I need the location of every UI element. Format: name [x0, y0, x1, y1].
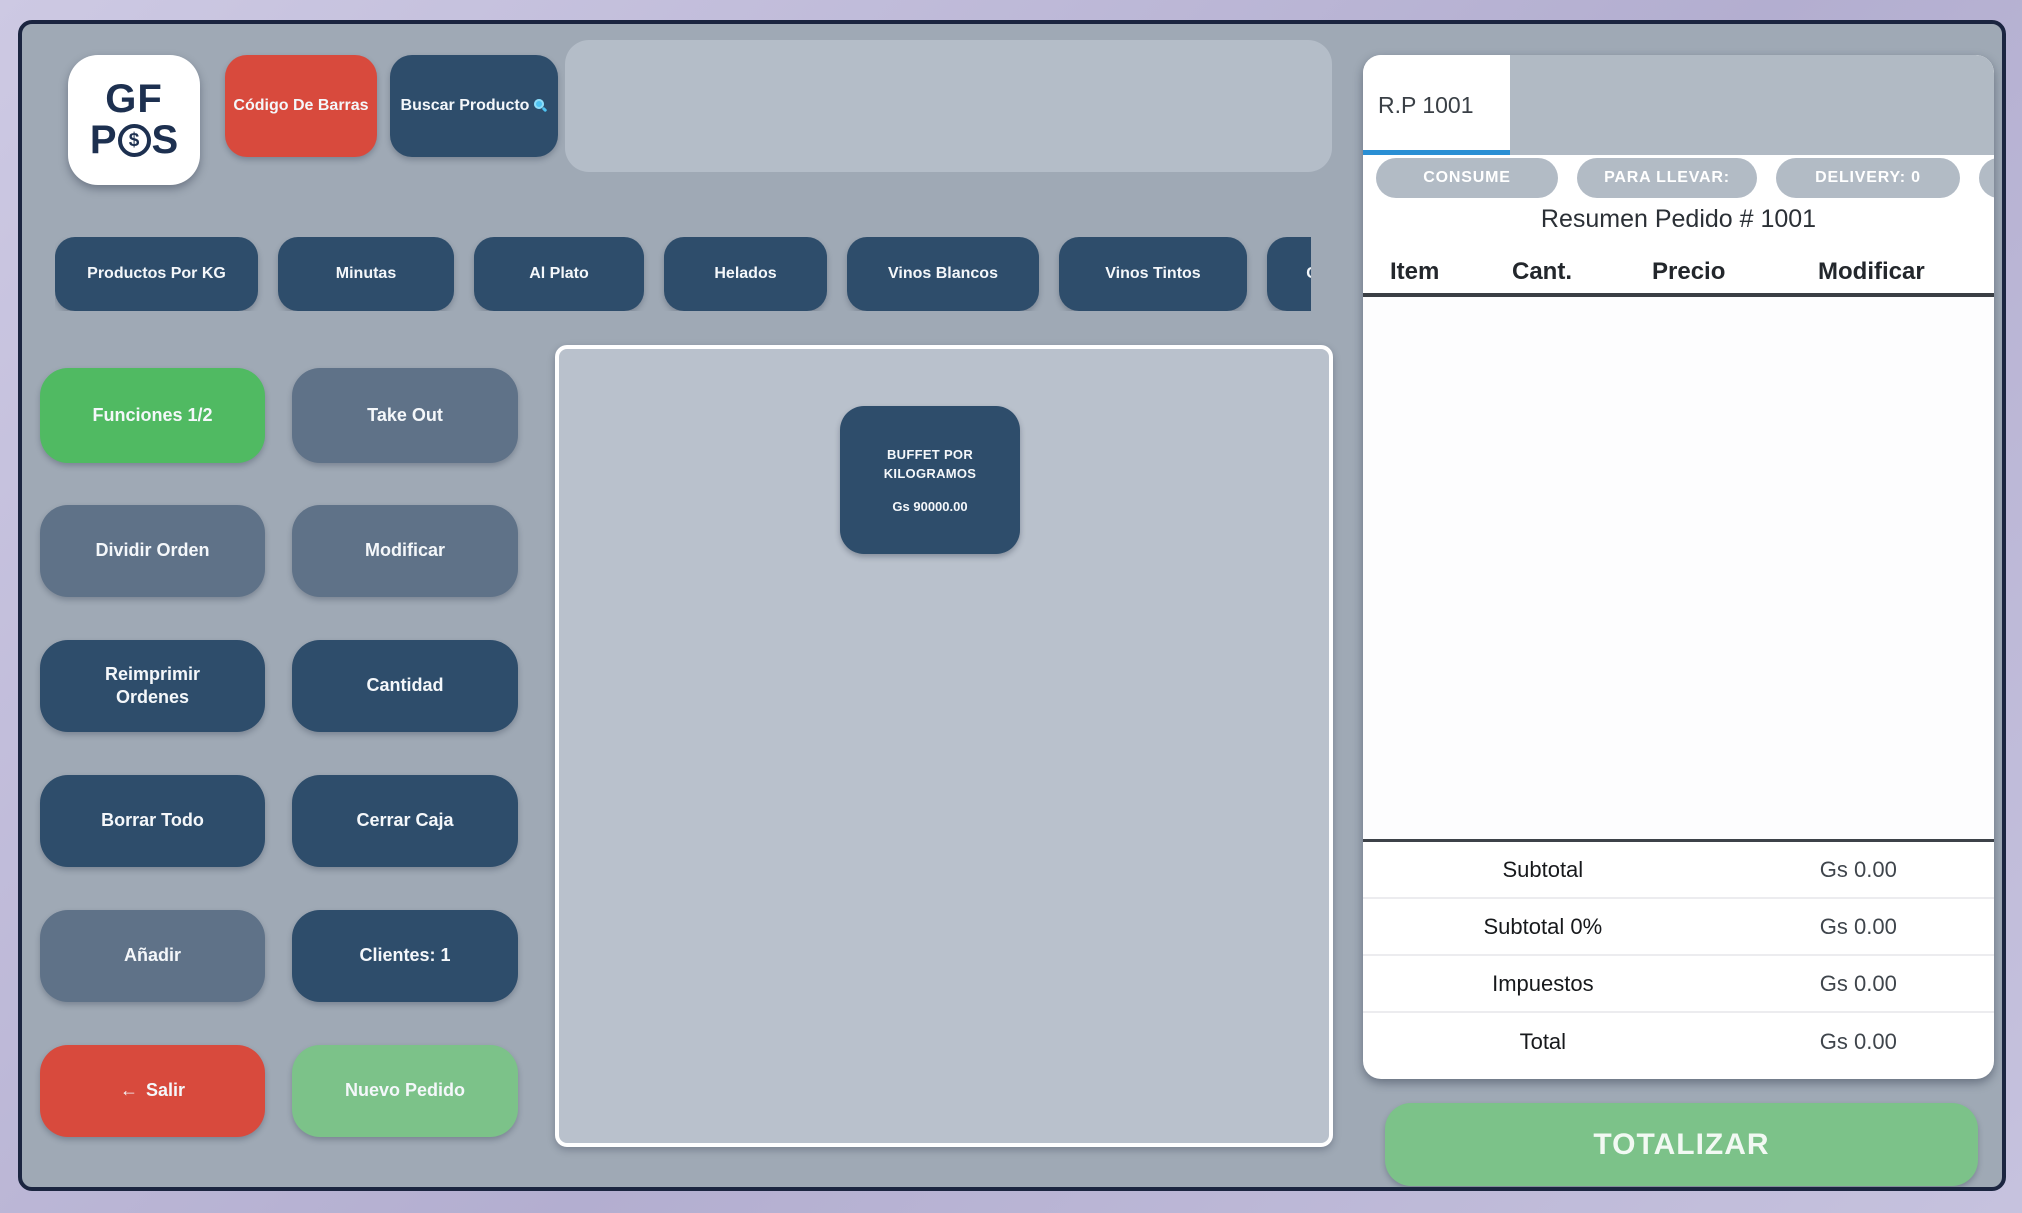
function-label: Funciones 1/2 [92, 404, 213, 425]
category-al-plato[interactable]: Al Plato [474, 237, 644, 311]
total-row-total: Total Gs 0.00 [1363, 1013, 1994, 1070]
total-label: Impuestos [1492, 970, 1594, 996]
barcode-button-label: Código De Barras [233, 97, 369, 115]
function-label: Reimprimir Ordenes [104, 663, 201, 707]
function-label: Take Out [367, 404, 443, 425]
product-name: BUFFET POR KILOGRAMOS [883, 446, 977, 481]
category-label: Productos Por KG [87, 265, 226, 282]
tab-bar [1510, 55, 1994, 155]
function-label: Clientes: 1 [359, 945, 451, 966]
category-minutas[interactable]: Minutas [278, 237, 454, 311]
total-label: Total [1519, 1028, 1567, 1054]
badge-consume[interactable]: CONSUME [1376, 158, 1558, 198]
back-arrow-icon: ← [119, 1080, 138, 1101]
header-divider [1363, 293, 1994, 297]
function-label: Cerrar Caja [356, 810, 454, 831]
category-partial[interactable]: C [1267, 237, 1311, 311]
logo-text-top: GF [105, 77, 163, 122]
total-row-subtotal-0: Subtotal 0% Gs 0.00 [1363, 899, 1994, 956]
category-row: Productos Por KG Minutas Al Plato Helado… [55, 237, 1311, 311]
main-panel: GF P $ S Código De Barras Buscar Product… [18, 20, 2006, 1191]
total-value: Gs 0.00 [1819, 1028, 1897, 1054]
order-totals: Subtotal Gs 0.00 Subtotal 0% Gs 0.00 Imp… [1363, 839, 1994, 1070]
function-label: Salir [145, 1080, 186, 1101]
total-label: Subtotal 0% [1483, 913, 1603, 939]
total-row-impuestos: Impuestos Gs 0.00 [1363, 956, 1994, 1013]
badge-label: CONSUME [1423, 169, 1511, 186]
column-precio: Precio [1652, 258, 1726, 285]
order-items-area [1363, 297, 1994, 839]
function-label: Añadir [123, 945, 181, 966]
tab-order-1001[interactable]: R.P 1001 [1363, 55, 1510, 155]
reimprimir-ordenes-button[interactable]: Reimprimir Ordenes [40, 640, 265, 732]
totalizar-button[interactable]: TOTALIZAR [1385, 1103, 1978, 1186]
cantidad-button[interactable]: Cantidad [292, 640, 518, 732]
search-icon [534, 99, 547, 112]
barcode-button[interactable]: Código De Barras [225, 55, 377, 157]
function-label: Borrar Todo [101, 810, 204, 831]
category-helados[interactable]: Helados [664, 237, 827, 311]
column-modificar: Modificar [1818, 258, 1925, 285]
total-value: Gs 0.00 [1819, 913, 1897, 939]
total-value: Gs 0.00 [1819, 970, 1897, 996]
dollar-coin-icon: $ [117, 123, 151, 157]
function-label: Modificar [364, 540, 445, 561]
function-label: Nuevo Pedido [344, 1080, 465, 1101]
order-type-badges: CONSUME PARA LLEVAR: DELIVERY: 0 [1376, 158, 1994, 198]
column-item: Item [1390, 258, 1440, 285]
column-cantidad: Cant. [1512, 258, 1572, 285]
badge-label: DELIVERY: 0 [1815, 169, 1921, 186]
logo-letter-p: P [89, 118, 117, 162]
category-label: Vinos Blancos [888, 265, 998, 282]
logo-text-bottom: P $ S [90, 120, 178, 161]
product-card-buffet[interactable]: BUFFET POR KILOGRAMOS Gs 90000.00 [840, 406, 1020, 554]
function-label: Cantidad [366, 675, 444, 696]
salir-button[interactable]: ← Salir [40, 1045, 265, 1137]
take-out-button[interactable]: Take Out [292, 368, 518, 463]
order-title: Resumen Pedido # 1001 [1540, 205, 1817, 233]
search-product-text: Buscar Producto [400, 97, 530, 115]
logo-letter-s: S [151, 118, 179, 162]
totalizar-label: TOTALIZAR [1593, 1127, 1770, 1161]
gf-pos-logo: GF P $ S [68, 55, 200, 185]
total-row-subtotal: Subtotal Gs 0.00 [1363, 842, 1994, 899]
search-product-label: Buscar Producto [401, 95, 548, 117]
category-label: Al Plato [529, 265, 589, 282]
product-grid-area: BUFFET POR KILOGRAMOS Gs 90000.00 [555, 345, 1333, 1147]
clientes-button[interactable]: Clientes: 1 [292, 910, 518, 1002]
search-product-button[interactable]: Buscar Producto [390, 55, 558, 157]
category-vinos-tintos[interactable]: Vinos Tintos [1059, 237, 1247, 311]
tab-label: R.P 1001 [1378, 91, 1474, 118]
category-vinos-blancos[interactable]: Vinos Blancos [847, 237, 1039, 311]
total-value: Gs 0.00 [1819, 856, 1897, 882]
function-label: Dividir Orden [95, 540, 210, 561]
funciones-button[interactable]: Funciones 1/2 [40, 368, 265, 463]
dividir-orden-button[interactable]: Dividir Orden [40, 505, 265, 597]
borrar-todo-button[interactable]: Borrar Todo [40, 775, 265, 867]
tab-active-indicator [1363, 150, 1510, 155]
badge-label: PARA LLEVAR: [1604, 169, 1730, 186]
anadir-button[interactable]: Añadir [40, 910, 265, 1002]
order-summary-card: R.P 1001 CONSUME PARA LLEVAR: DELIVERY: … [1363, 55, 1994, 1079]
order-table-header: Item Cant. Precio Modificar [1363, 258, 1994, 286]
nuevo-pedido-button[interactable]: Nuevo Pedido [292, 1045, 518, 1137]
badge-partial[interactable] [1979, 158, 1994, 198]
modificar-button[interactable]: Modificar [292, 505, 518, 597]
category-label: Minutas [335, 265, 397, 282]
search-input[interactable] [565, 40, 1332, 172]
category-label: C [1306, 265, 1311, 283]
category-productos-por-kg[interactable]: Productos Por KG [55, 237, 258, 311]
category-label: Helados [714, 265, 777, 282]
cerrar-caja-button[interactable]: Cerrar Caja [292, 775, 518, 867]
category-label: Vinos Tintos [1105, 265, 1201, 282]
badge-para-llevar[interactable]: PARA LLEVAR: [1577, 158, 1757, 198]
product-price: Gs 90000.00 [892, 499, 968, 515]
badge-delivery[interactable]: DELIVERY: 0 [1776, 158, 1960, 198]
total-label: Subtotal [1502, 856, 1584, 882]
